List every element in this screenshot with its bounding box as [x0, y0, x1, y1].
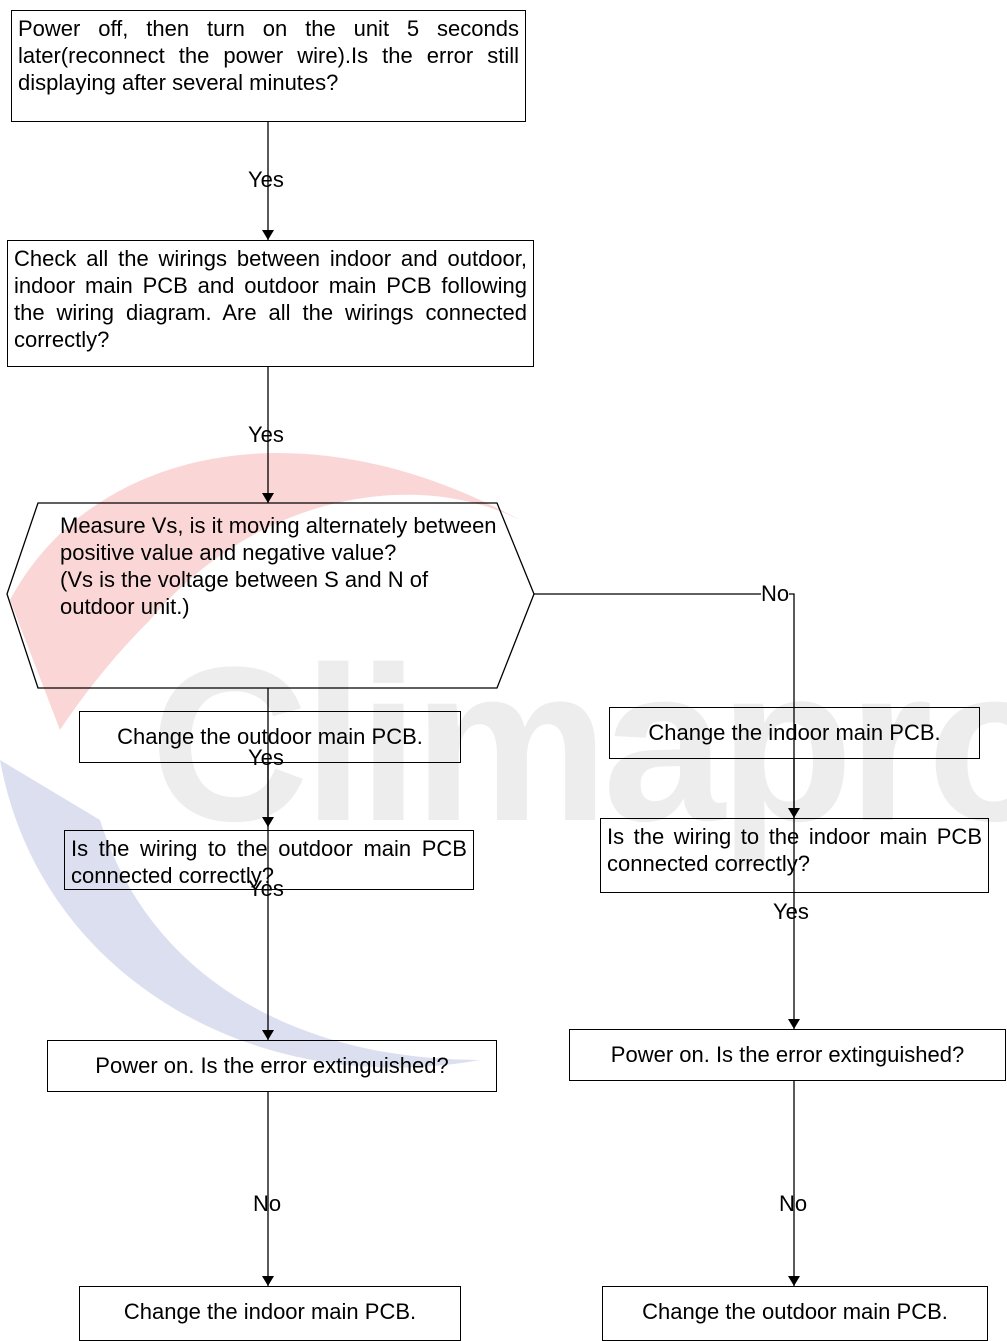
edge-label-right-q-change: Yes — [773, 899, 809, 924]
measure-vs-text: Measure Vs, is it moving alternately bet… — [60, 512, 500, 620]
left-power-on-box: Power on. Is the error extinguished? — [47, 1040, 497, 1092]
edge-measure-right — [534, 593, 800, 818]
edge-label-measure-left: Yes — [248, 745, 284, 770]
edge-label-right-power-change: No — [779, 1191, 808, 1216]
right-power-on-box: Power on. Is the error extinguished? — [569, 1029, 1006, 1081]
watermark-blue-swoosh — [0, 760, 480, 1068]
watermark-red-swoosh — [10, 452, 520, 730]
edge-label-left-q-change: Yes — [248, 876, 284, 901]
watermark-text: Climaproye — [150, 621, 1007, 867]
check-wirings-box: Check all the wirings between indoor and… — [7, 240, 534, 367]
right-change-indoor-box: Change the indoor main PCB. — [609, 707, 980, 759]
edge-label-left-power-change: No — [253, 1191, 282, 1216]
left-wiring-question-box: Is the wiring to the outdoor main PCB co… — [64, 830, 474, 890]
left-change-indoor-box: Change the indoor main PCB. — [79, 1286, 461, 1341]
left-change-outdoor-box: Change the outdoor main PCB. — [79, 711, 461, 763]
measure-vs-note: (Vs is the voltage between S and N of ou… — [60, 567, 429, 619]
right-wiring-question-box: Is the wiring to the indoor main PCB con… — [600, 818, 989, 893]
right-change-outdoor-box: Change the outdoor main PCB. — [602, 1286, 988, 1341]
measure-vs-question: Measure Vs, is it moving alternately bet… — [60, 513, 497, 565]
start-box: Power off, then turn on the unit 5 secon… — [11, 10, 526, 122]
edge-label-measure-right: No — [761, 581, 790, 606]
edge-label-start-check: Yes — [248, 167, 284, 192]
edge-label-check-measure: Yes — [248, 422, 284, 447]
